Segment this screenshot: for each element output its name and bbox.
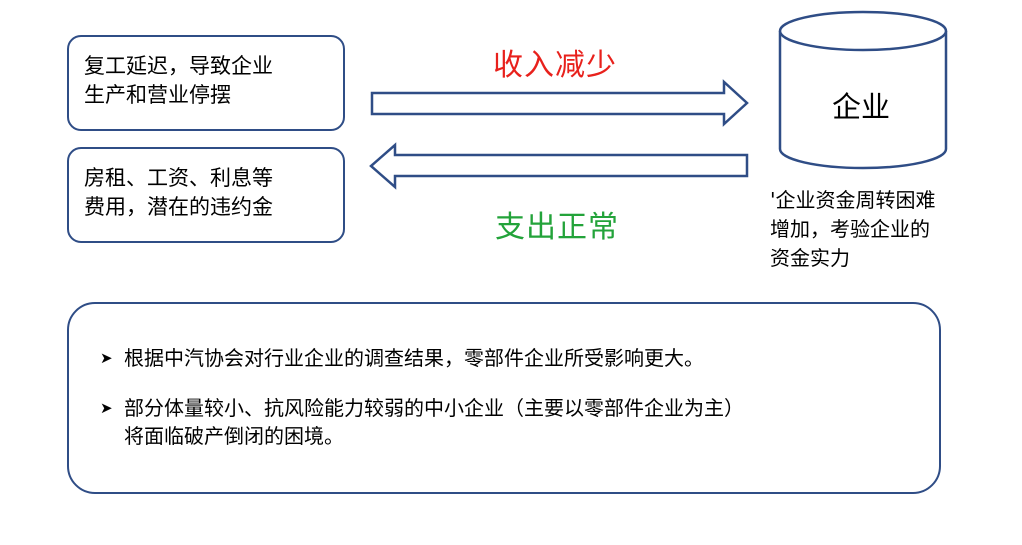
- summary-item: ➤ 根据中汽协会对行业企业的调查结果，零部件企业所受影响更大。: [100, 344, 704, 372]
- summary-item-text: 根据中汽协会对行业企业的调查结果，零部件企业所受影响更大。: [124, 346, 704, 370]
- cause-text: 复工延迟，导致企业 生产和营业停摆: [84, 54, 273, 107]
- enterprise-label: 企业: [832, 90, 891, 124]
- expense-text: 房租、工资、利息等 费用，潜在的违约金: [84, 166, 273, 219]
- expense-box: [67, 147, 345, 243]
- summary-item: ➤ 部分体量较小、抗风险能力较弱的中小企业（主要以零部件企业为主） 将面临破产倒…: [100, 394, 744, 450]
- cause-box: [67, 35, 345, 131]
- summary-item-text: 部分体量较小、抗风险能力较弱的中小企业（主要以零部件企业为主） 将面临破产倒闭的…: [124, 396, 744, 448]
- arrow-bullet-icon: ➤: [100, 399, 113, 417]
- enterprise-cylinder: [778, 10, 948, 170]
- expense-normal-label: 支出正常: [495, 210, 619, 245]
- arrow-bullet-icon: ➤: [100, 349, 113, 367]
- expense-arrow: [369, 142, 749, 190]
- income-decrease-label: 收入减少: [493, 48, 617, 83]
- summary-box: [67, 302, 941, 494]
- capital-note: '企业资金周转困难 增加，考验企业的 资金实力: [770, 188, 936, 270]
- income-arrow: [370, 79, 749, 127]
